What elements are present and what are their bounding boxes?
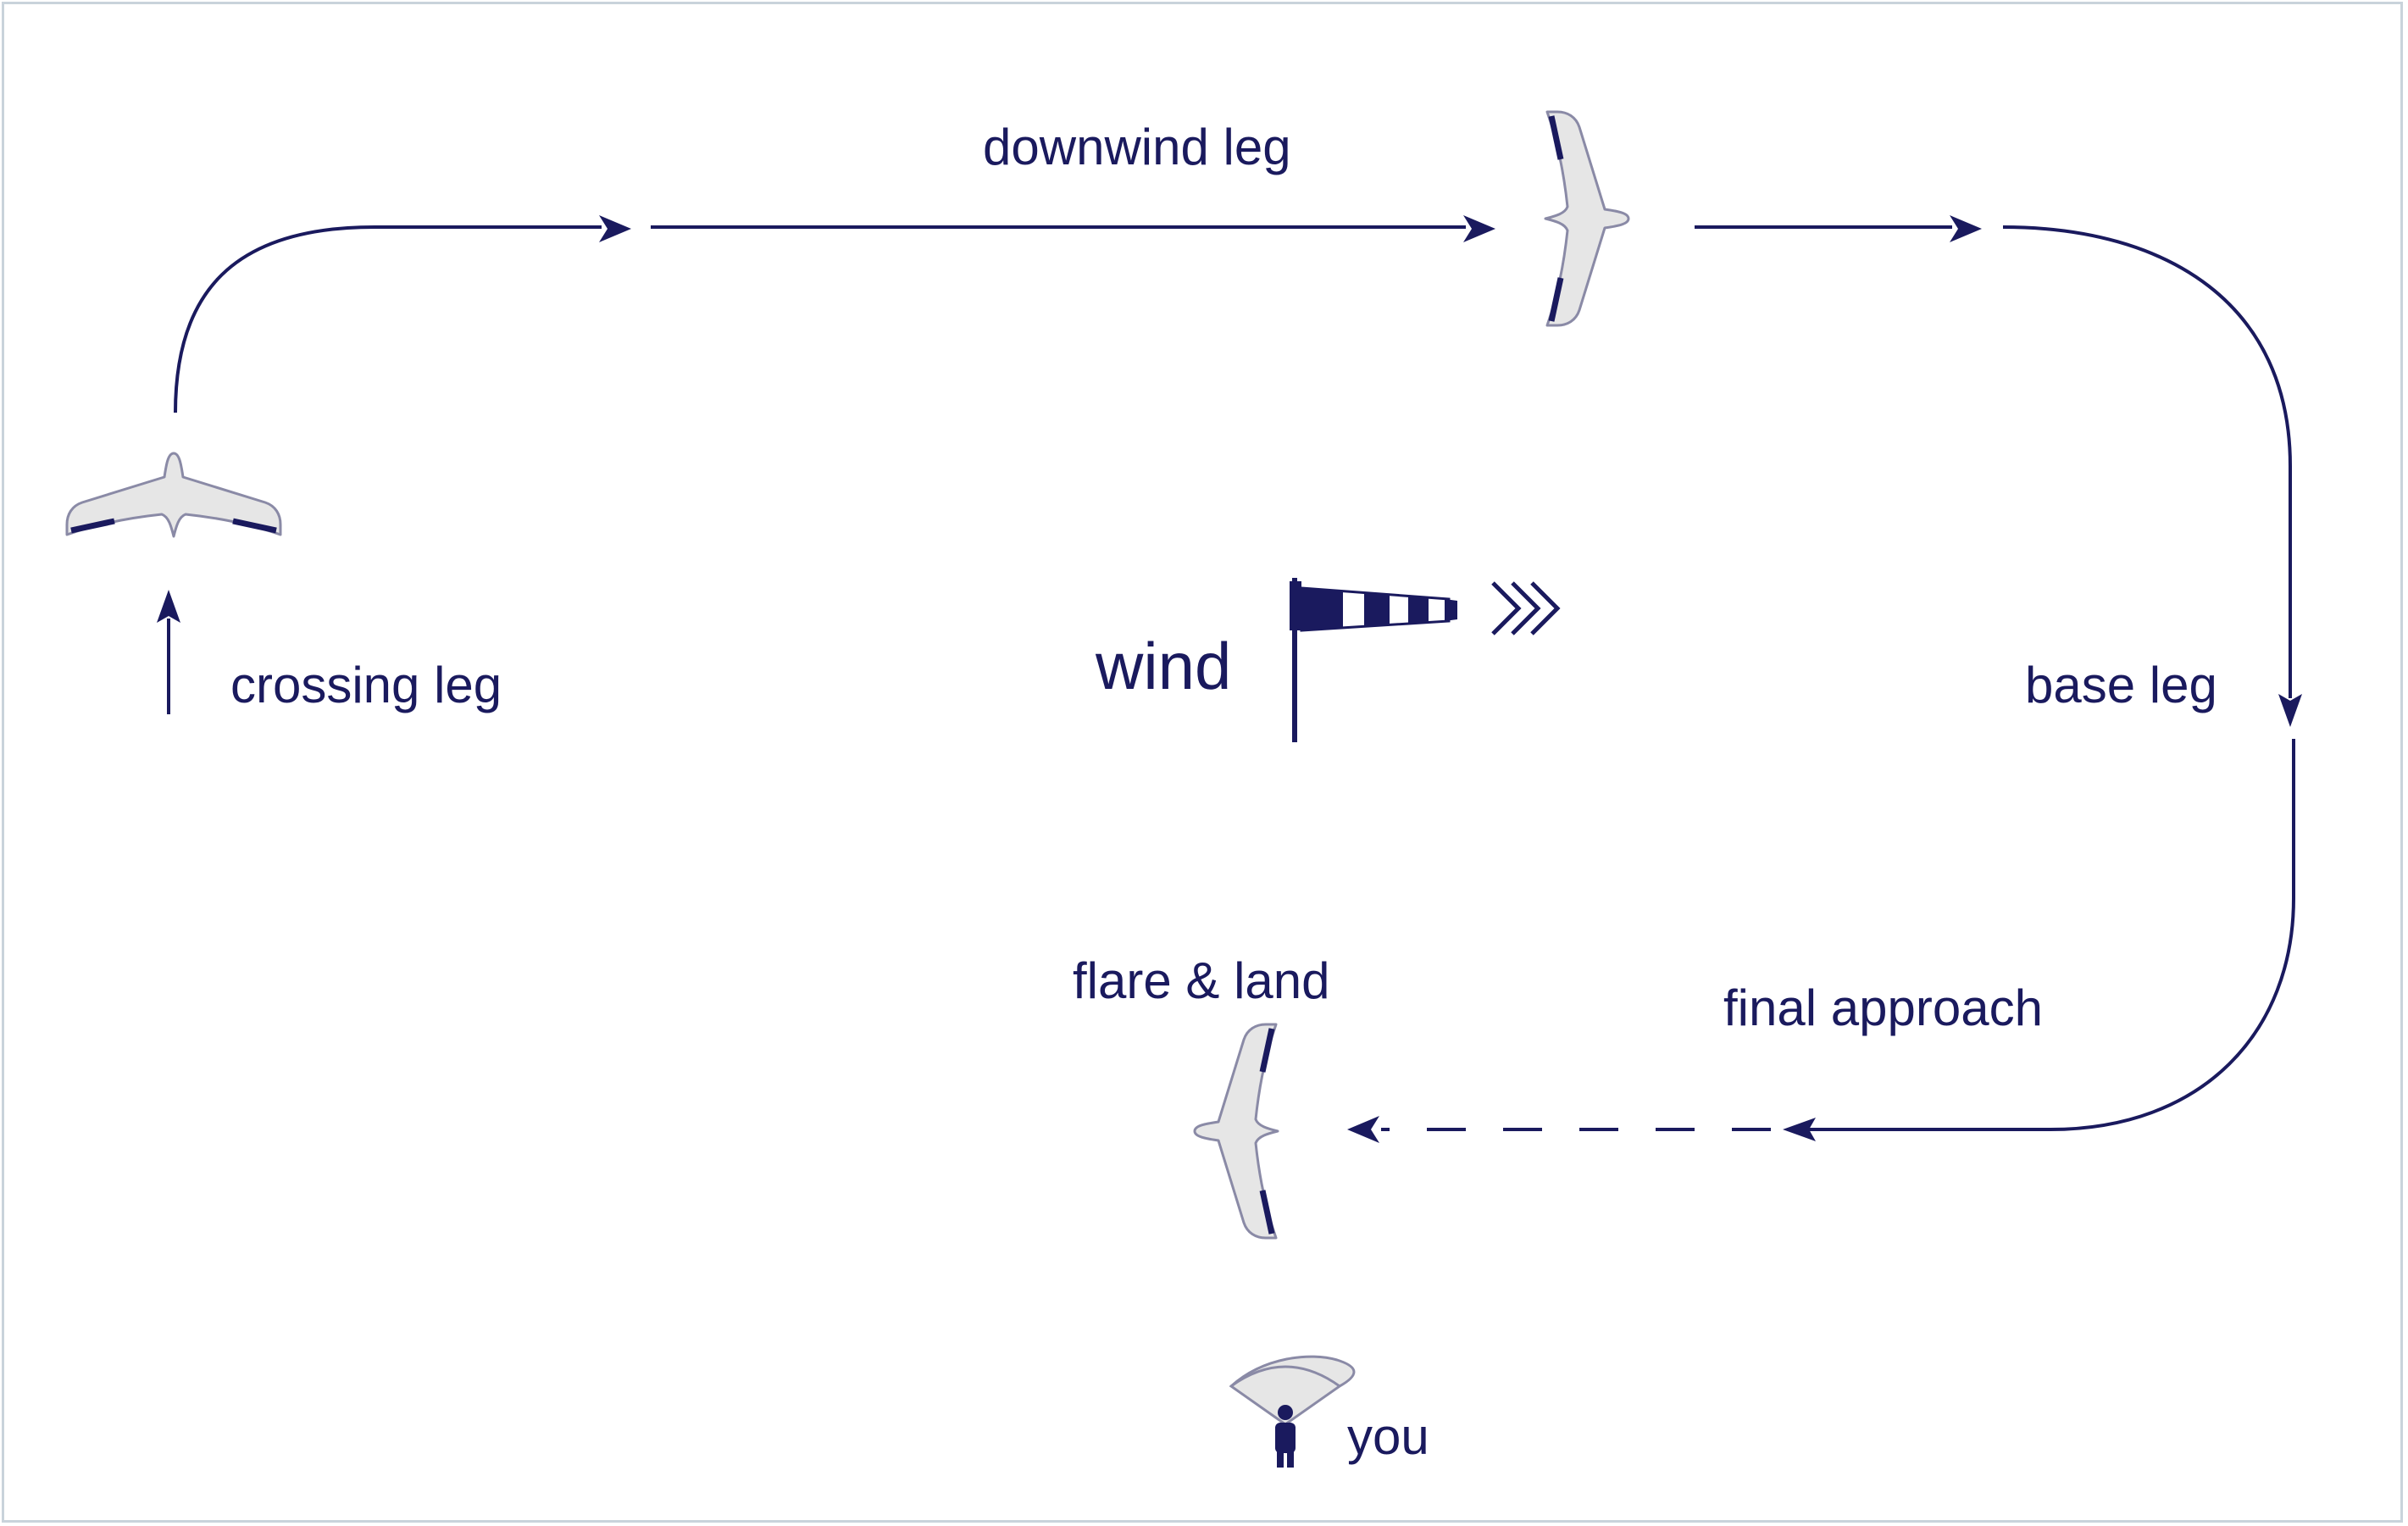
crossing-leg-arrow [157, 590, 180, 714]
base-leg-label: base leg [2025, 657, 2217, 713]
plane-crossing-icon [67, 453, 280, 536]
view-cone-icon [1229, 1355, 1356, 1426]
base-leg-path [2002, 225, 2302, 727]
flare-dashed-path [1347, 1116, 1771, 1143]
plane-downwind-icon [1545, 112, 1628, 325]
final-approach-path [1783, 739, 2295, 1141]
chevrons-right-icon [1491, 581, 1561, 635]
person-icon [1275, 1405, 1296, 1468]
you-label: you [1347, 1408, 1429, 1465]
downwind-leg-label: downwind leg [983, 119, 1291, 175]
flare-land-label: flare & land [1073, 952, 1330, 1009]
downwind-leg-arrow [651, 215, 1495, 242]
downwind-leg-arrow-2 [1695, 215, 1982, 242]
turn-to-downwind-path [174, 215, 631, 413]
wind-label: wind [1096, 629, 1232, 703]
final-approach-label: final approach [1723, 979, 2043, 1036]
crossing-leg-label: crossing leg [230, 657, 502, 713]
plane-landing-icon [1195, 1024, 1278, 1238]
windsock-icon [1290, 578, 1457, 742]
